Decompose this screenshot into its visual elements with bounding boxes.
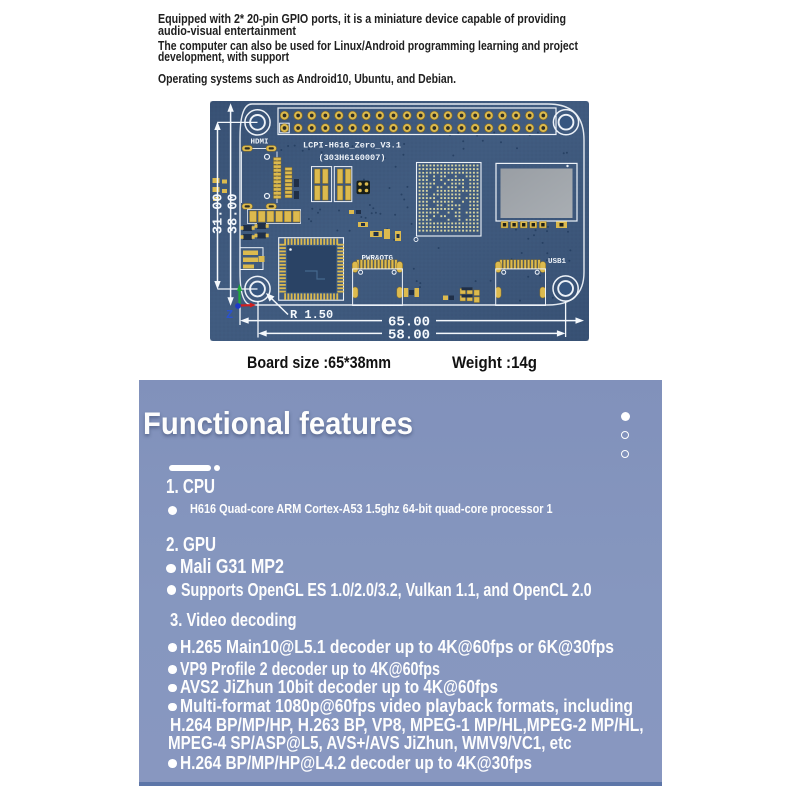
svg-text:65.00: 65.00 — [388, 315, 430, 331]
svg-text:58.00: 58.00 — [388, 327, 430, 341]
svg-text:LCPI-H616_Zero_V3.1: LCPI-H616_Zero_V3.1 — [303, 141, 401, 151]
svg-text:USB1: USB1 — [548, 258, 567, 266]
svg-text:HDMI: HDMI — [250, 139, 268, 147]
svg-text:31.00: 31.00 — [211, 193, 226, 234]
svg-text:PWR&OTG: PWR&OTG — [362, 255, 394, 263]
svg-text:R 1.50: R 1.50 — [290, 308, 333, 322]
svg-text:(303H6160007): (303H6160007) — [318, 153, 385, 163]
svg-text:38.00: 38.00 — [227, 193, 242, 234]
svg-text:Z: Z — [226, 308, 233, 322]
